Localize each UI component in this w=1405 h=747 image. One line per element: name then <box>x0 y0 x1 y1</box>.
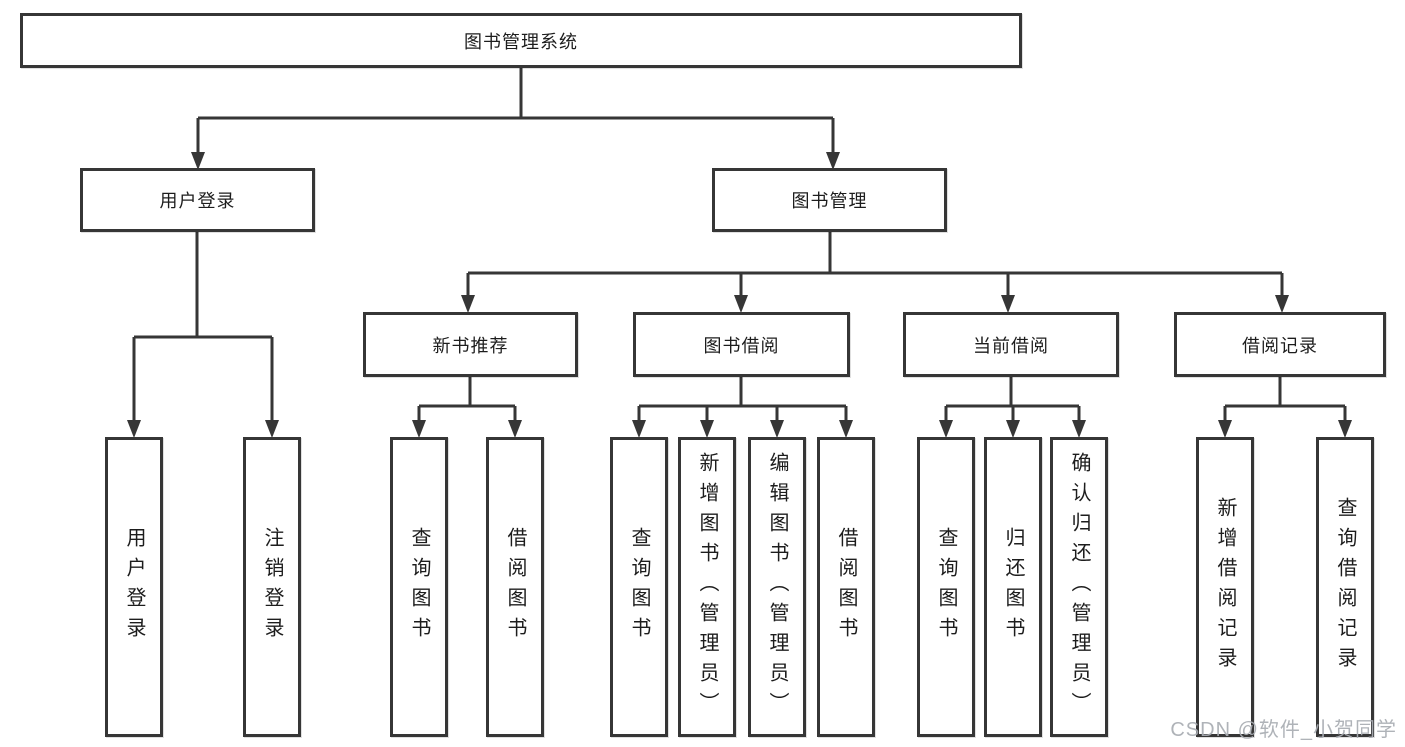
node-user-login-label: 用户登录 <box>159 191 236 211</box>
node-current-borrow-label: 当前借阅 <box>973 335 1049 356</box>
leaf-current-query-book: 查询图书 <box>917 437 975 737</box>
node-book-borrow: 图书借阅 <box>633 312 850 377</box>
leaf-recommend-query-book: 查询图书 <box>390 437 448 737</box>
node-new-book-recommend-label: 新书推荐 <box>432 335 509 356</box>
leaf-logout: 注销登录 <box>243 437 301 737</box>
leaf-recommend-query-book-label: 查询图书 <box>408 527 430 647</box>
leaf-recommend-borrow-book-label: 借阅图书 <box>504 527 526 647</box>
node-book-management-label: 图书管理 <box>791 191 868 211</box>
leaf-borrow-edit-book-admin: 编辑图书（管理员） <box>748 437 806 737</box>
leaf-logout-label: 注销登录 <box>261 527 283 647</box>
watermark: CSDN @软件_小贺同学 <box>1170 719 1397 741</box>
leaf-borrow-query-book-label: 查询图书 <box>628 527 650 647</box>
leaf-current-confirm-return-admin: 确认归还（管理员） <box>1050 437 1108 737</box>
leaf-borrow-borrow-book-label: 借阅图书 <box>835 527 857 647</box>
leaf-record-add-borrow-record: 新增借阅记录 <box>1196 437 1254 737</box>
node-borrow-record-label: 借阅记录 <box>1242 335 1318 356</box>
leaf-current-query-book-label: 查询图书 <box>935 527 957 647</box>
node-root-system: 图书管理系统 <box>20 13 1022 68</box>
node-borrow-record: 借阅记录 <box>1174 312 1386 377</box>
node-new-book-recommend: 新书推荐 <box>363 312 578 377</box>
leaf-current-return-book: 归还图书 <box>984 437 1042 737</box>
leaf-user-login-label: 用户登录 <box>123 527 145 647</box>
node-user-login: 用户登录 <box>80 168 315 232</box>
leaf-borrow-query-book: 查询图书 <box>610 437 668 737</box>
leaf-record-add-borrow-record-label: 新增借阅记录 <box>1214 497 1236 677</box>
leaf-record-query-borrow-record: 查询借阅记录 <box>1316 437 1374 737</box>
leaf-current-return-book-label: 归还图书 <box>1002 527 1024 647</box>
node-current-borrow: 当前借阅 <box>903 312 1119 377</box>
node-book-borrow-label: 图书借阅 <box>703 335 780 356</box>
leaf-current-confirm-return-admin-label: 确认归还（管理员） <box>1068 452 1090 722</box>
leaf-record-query-borrow-record-label: 查询借阅记录 <box>1334 497 1356 677</box>
node-root-system-label: 图书管理系统 <box>464 31 578 52</box>
leaf-user-login: 用户登录 <box>105 437 163 737</box>
leaf-recommend-borrow-book: 借阅图书 <box>486 437 544 737</box>
leaf-borrow-add-book-admin-label: 新增图书（管理员） <box>696 452 718 722</box>
node-book-management: 图书管理 <box>712 168 947 232</box>
leaf-borrow-edit-book-admin-label: 编辑图书（管理员） <box>766 452 788 722</box>
leaf-borrow-add-book-admin: 新增图书（管理员） <box>678 437 736 737</box>
leaf-borrow-borrow-book: 借阅图书 <box>817 437 875 737</box>
